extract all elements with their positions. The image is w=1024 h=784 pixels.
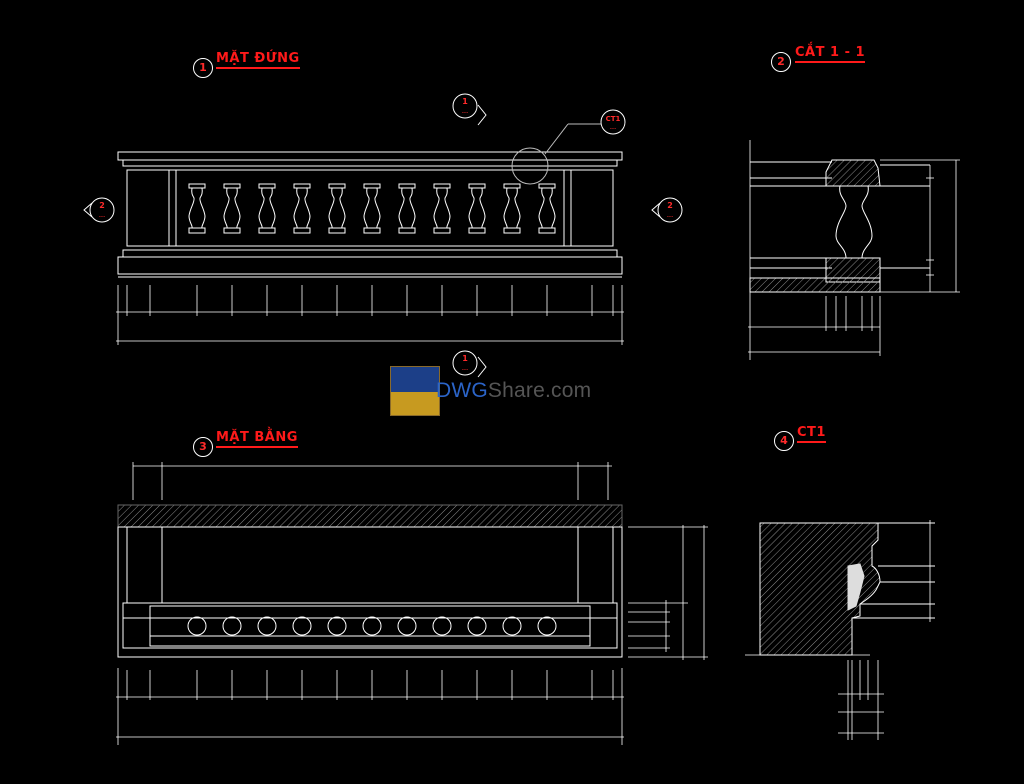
marker-number: 1 (462, 97, 468, 106)
marker-sub: --- (610, 125, 617, 132)
view-number-badge: 3 (193, 437, 213, 457)
dwgshare-logo-icon (390, 366, 440, 416)
view-title-section: CẮT 1 - 1 (795, 45, 866, 63)
section-view (749, 159, 930, 293)
detail-dimensions (745, 520, 931, 740)
view-number-badge: 1 (193, 58, 213, 78)
marker-sub: --- (667, 213, 674, 220)
section-dimensions (748, 140, 960, 360)
marker-sub: --- (462, 109, 469, 116)
section-marker-2-right: 2 --- (651, 197, 683, 223)
elevation-view (117, 123, 623, 278)
view-title-elevation: MẶT ĐỨNG (216, 51, 300, 69)
marker-sub: --- (462, 366, 469, 373)
marker-sub: --- (99, 213, 106, 220)
section-marker-1-bottom: 1 --- (452, 350, 487, 378)
marker-label: CT1 (606, 115, 621, 123)
detail-view (759, 522, 935, 656)
plan-view (117, 504, 623, 658)
section-marker-2-left: 2 --- (83, 197, 115, 223)
view-title-plan: MẶT BẰNG (216, 430, 298, 448)
section-marker-1-top: 1 --- (452, 93, 487, 126)
plan-dimensions (116, 462, 708, 745)
marker-number: 1 (462, 354, 468, 363)
view-title-detail: CT1 (797, 425, 826, 443)
detail-marker-ct1: CT1 --- (600, 109, 626, 135)
watermark-text: DWGShare.com (436, 379, 592, 402)
marker-number: 2 (667, 201, 673, 210)
dwgshare-watermark: DWGShare.com (390, 366, 640, 416)
elevation-dimensions (116, 285, 624, 345)
marker-number: 2 (99, 201, 105, 210)
view-number-badge: 2 (771, 52, 791, 72)
view-number-badge: 4 (774, 431, 794, 451)
